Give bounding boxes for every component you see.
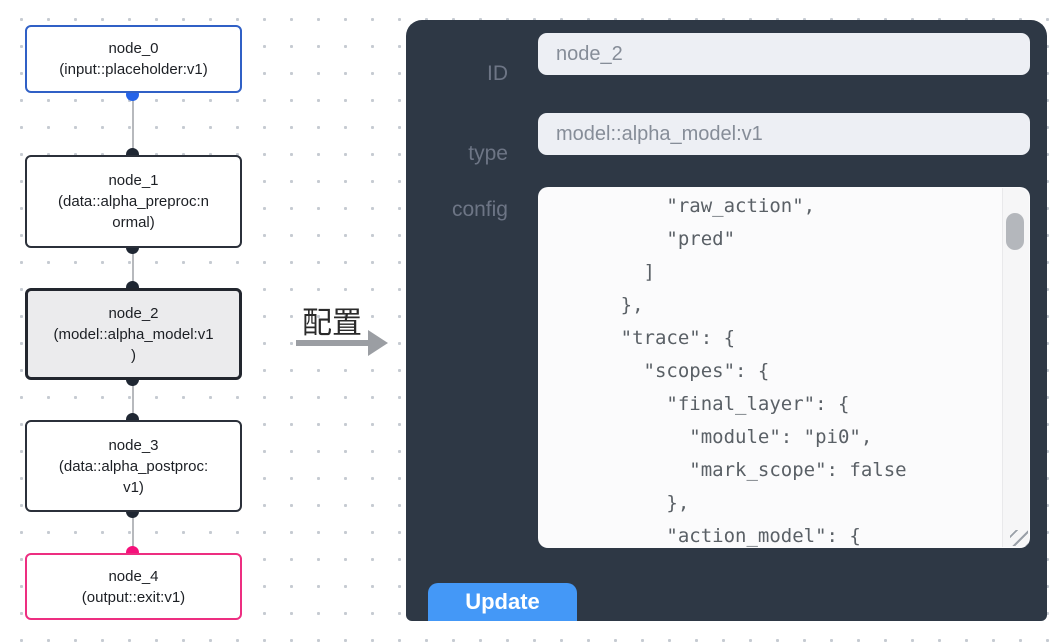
update-button[interactable]: Update (428, 583, 577, 621)
config-scrollbar[interactable] (1002, 188, 1029, 547)
node-type-label: ormal) (112, 214, 155, 231)
node-title: node_4 (108, 567, 159, 585)
config-line: }, (552, 492, 690, 514)
configure-annotation: 配置 (302, 307, 362, 340)
edge-node2-node3 (132, 380, 134, 420)
config-line: "action_model": { (552, 525, 861, 547)
node-node_2-selected[interactable]: node_2 (model::alpha_model:v1 ) (25, 288, 242, 380)
id-input[interactable] (538, 33, 1030, 75)
config-line: "final_layer": { (552, 393, 850, 415)
node-type-label: (model::alpha_model:v1 (53, 325, 214, 343)
node-config-panel: ID type config "raw_action", "pred" ] },… (406, 20, 1047, 621)
node-type-label: (output::exit:v1) (81, 588, 186, 606)
node-node_4[interactable]: node_4 (output::exit:v1) (25, 553, 242, 620)
config-line: "module": "pi0", (552, 426, 873, 448)
edge-node0-node1 (132, 94, 134, 155)
node-type-label: ) (131, 346, 136, 364)
resize-handle-icon[interactable] (1010, 530, 1028, 546)
node-title: node_0 (108, 40, 159, 57)
node-node_3[interactable]: node_3 (data::alpha_postproc: v1) (25, 420, 242, 512)
node-type-label: (data::alpha_postproc: (58, 457, 209, 475)
edge-node1-node2 (132, 248, 134, 288)
node-title: node_3 (108, 436, 159, 454)
config-field-label: config (451, 198, 508, 221)
node-type-label: v1) (123, 478, 144, 496)
node-node_0[interactable]: node_0 (input::placeholder:v1) (25, 25, 242, 93)
config-line: ] (552, 261, 655, 283)
node-node_1[interactable]: node_1 (data::alpha_preproc:n ormal) (25, 155, 242, 248)
node-title: node_2 (108, 304, 159, 322)
config-line: "pred" (552, 228, 736, 250)
right-arrow-icon (368, 330, 388, 356)
node-type-label: (data::alpha_preproc:n (58, 193, 209, 210)
id-field-label: ID (487, 62, 508, 85)
config-line: "trace": { (552, 327, 736, 349)
config-textarea[interactable]: "raw_action", "pred" ] }, "trace": { "sc… (538, 187, 1030, 548)
node-type-label: (input::placeholder:v1) (59, 61, 208, 78)
config-line: "mark_scope": false (552, 459, 907, 481)
config-scrollbar-thumb[interactable] (1006, 213, 1024, 250)
config-line: "raw_action", (552, 195, 816, 217)
config-line: }, (552, 294, 644, 316)
edge-node3-node4 (132, 512, 134, 553)
type-input[interactable] (538, 113, 1030, 155)
type-field-label: type (468, 142, 508, 165)
right-arrow-icon (296, 340, 370, 346)
node-title: node_1 (108, 172, 159, 189)
config-line: "scopes": { (552, 360, 770, 382)
config-json-text: "raw_action", "pred" ] }, "trace": { "sc… (538, 187, 1002, 548)
